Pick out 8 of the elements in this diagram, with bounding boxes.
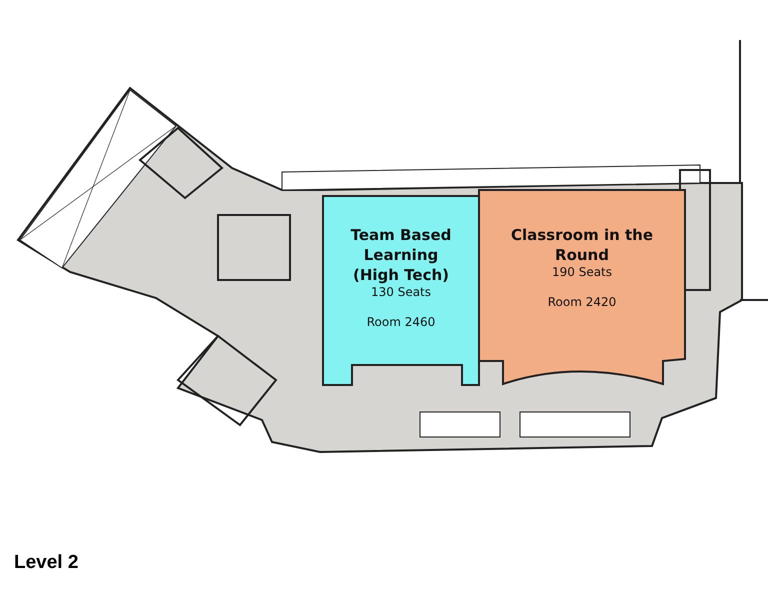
seat-count: 130 Seats [370,285,432,299]
classroom [322,195,480,387]
room-number: Room 2460 [366,315,436,329]
floor-level-caption: Level 2 [14,552,78,574]
room-number: Room 2420 [548,295,616,309]
seat-count: 190 Seats [552,265,612,279]
room-name: Team Based Learning (High Tech) [350,225,452,285]
room-name: Classroom in the Round [510,225,654,265]
